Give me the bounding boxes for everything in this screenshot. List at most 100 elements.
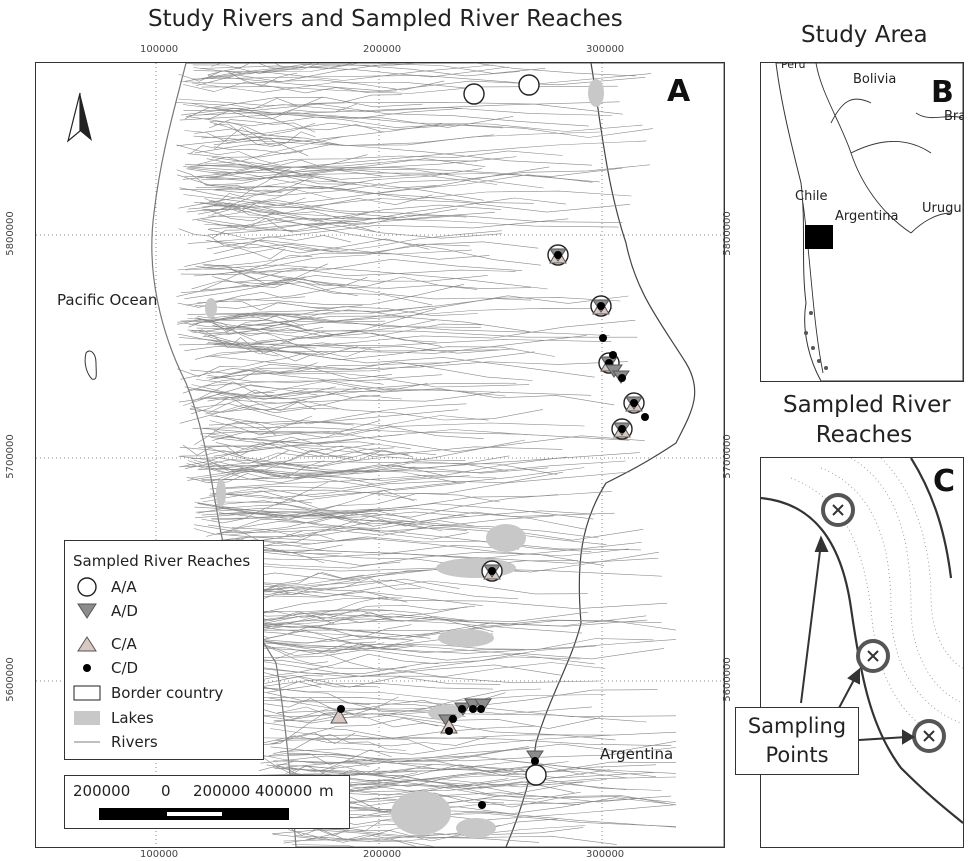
river-segment [199,65,509,78]
river-segment [187,143,335,158]
river-segment [180,450,289,462]
open-circle-icon [73,576,101,598]
river-segment [193,528,304,541]
river-segment [185,115,514,128]
river-segment [194,128,343,146]
river-segment [193,201,619,228]
river-segment [182,362,318,394]
river-segment [237,578,460,595]
river-segment [213,235,352,255]
river-segment [200,388,310,400]
river-segment [215,342,595,378]
legend-item-aa: A/A [73,576,137,598]
river-segment [187,469,466,491]
river-segment [177,319,324,355]
river-segment [191,280,358,296]
river-segment [262,653,439,678]
river-segment [197,284,531,304]
river-segment [210,121,309,156]
river-segment [194,513,378,533]
river-segment [272,825,586,842]
river-segment [196,317,302,333]
river-segment [211,203,447,225]
legend-item-lakes: Lakes [73,707,154,729]
south-america-map [775,63,963,381]
river-segment [248,645,596,674]
river-segment [275,741,677,769]
river-segment [201,85,618,94]
panel-c-diagram[interactable]: C [760,457,964,848]
scale-label-1: 200000 [73,782,131,800]
river-segment [277,706,452,728]
river-segment [179,180,484,201]
river-segment [305,818,558,842]
river-segment [179,445,409,455]
sample-marker-dot [337,705,345,713]
legend-label: Border country [111,684,224,702]
river-segment [194,347,371,362]
river-segment [185,264,548,290]
river-segment [231,542,642,560]
legend-label: A/D [111,602,138,620]
river-segment [196,379,517,390]
legend-item-border: Border country [73,682,223,704]
river-network-map [36,63,724,847]
river-segment [197,461,558,475]
legend-label: A/A [111,578,137,596]
scale-bar-graphic [99,808,289,820]
river-segment [190,447,395,464]
river-segment [288,765,418,778]
river-segment [199,309,409,335]
river-segment [203,379,530,388]
river-segment [180,368,443,380]
sample-marker-dot [531,757,539,765]
sample-marker-combo [481,560,503,582]
x-tick-top-3: 300000 [586,44,625,55]
river-segment [277,768,655,779]
river-segment [192,204,502,222]
river-segment [217,533,377,542]
river-segment [206,335,587,354]
river-segment [195,186,632,200]
river-segment [212,429,358,441]
river-segment [189,127,282,155]
river-segment [288,825,617,845]
river-segment [184,172,451,180]
sample-marker-circle [525,764,547,786]
river-segment [193,64,494,81]
sample-marker-dot [599,334,607,342]
river-segment [203,263,328,285]
panel-c-title-line2: Reaches [815,422,913,448]
river-segment [210,63,636,79]
argentina-label: Argentina [600,745,674,763]
legend-title: Sampled River Reaches [73,552,251,570]
river-segment [210,409,459,425]
river-segment [297,813,677,827]
panel-a-map[interactable] [35,62,725,848]
river-segment [293,795,677,808]
lake-rectangle-icon [73,707,101,729]
river-segment [269,717,438,745]
sample-marker-combo [623,392,645,414]
river-segment [176,144,322,168]
sample-markers [330,74,649,809]
sample-marker-dot [458,705,466,713]
river-segment [196,327,638,338]
river-segment [250,625,431,639]
river-segment [176,136,593,166]
sample-marker-dot [641,413,649,421]
panel-b-map[interactable]: Peru Bolivia Bra Chile Argentina Urugua … [760,62,964,382]
river-segment [200,188,298,213]
river-segment [272,767,529,787]
scale-label-3: 200000 [193,782,251,800]
river-segment [200,104,612,116]
river-segment [187,164,600,183]
river-segment [177,291,306,308]
river-segment [202,471,630,503]
river-segment [266,764,581,800]
x-tick-bottom-2: 200000 [363,849,402,860]
y-tick-right-2: 5700000 [721,434,733,479]
river-segment [201,122,653,139]
river-segment [215,415,354,431]
river-segment [204,217,366,227]
